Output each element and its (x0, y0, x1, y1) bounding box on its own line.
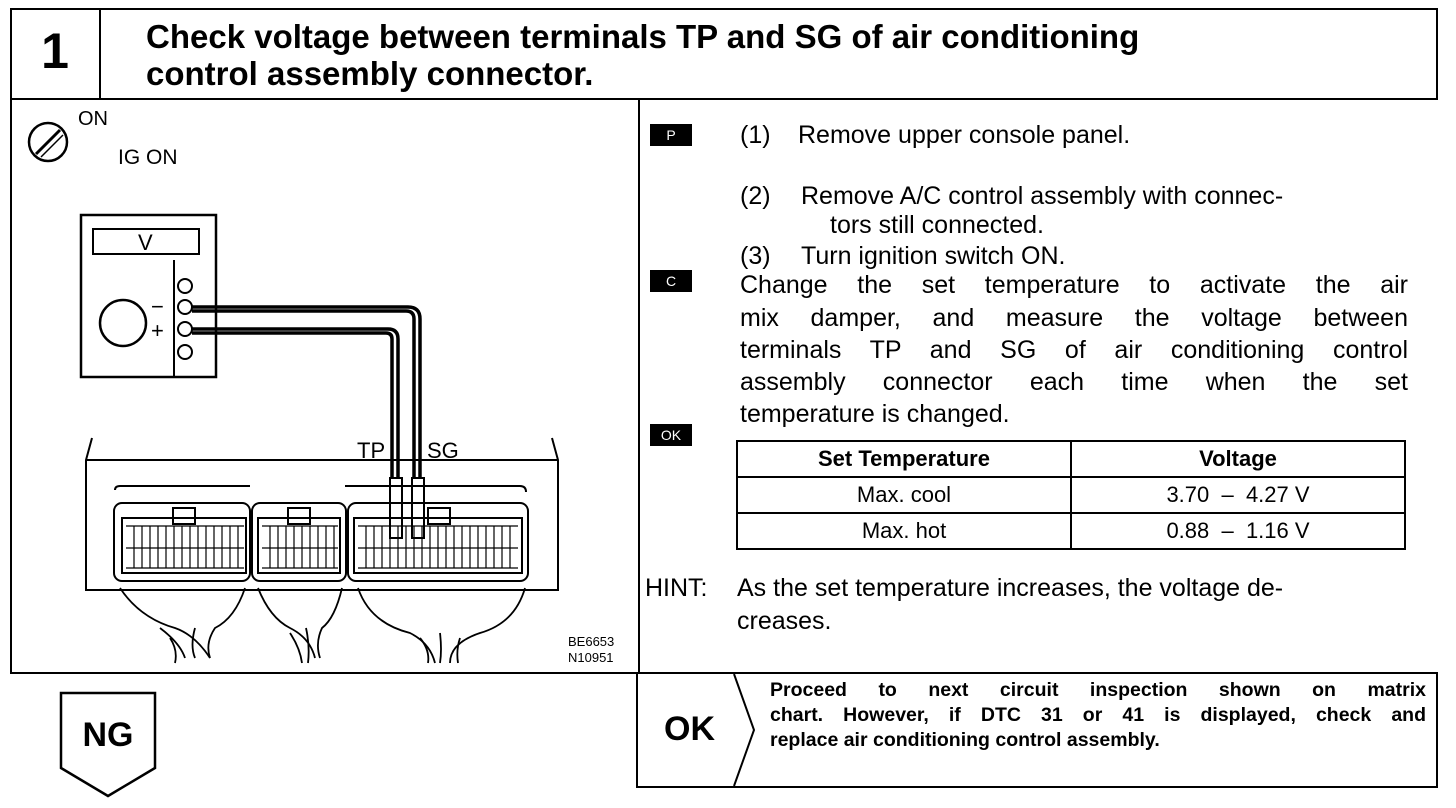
step-title-line2: control assembly connector. (146, 55, 594, 92)
ok-arrow-divider (733, 673, 756, 787)
connector-pins (126, 525, 518, 569)
step2-line1: Remove A/C control assembly with connec- (801, 182, 1284, 210)
step2-line2: tors still connected. (830, 211, 1044, 239)
tag-c: C (650, 270, 692, 292)
step1-text: Remove upper console panel. (798, 121, 1131, 149)
meter-minus-label: − (151, 294, 164, 319)
ok-label: OK (664, 710, 715, 748)
figure-box (10, 98, 640, 674)
figure-code-2: N10951 (568, 650, 614, 665)
table-row: Max. cool 3.70 – 4.27 V (736, 476, 1406, 514)
meter-v-label: V (138, 230, 153, 255)
table-cell: 0.88 – 1.16 V (1070, 512, 1406, 550)
step-number: 1 (41, 23, 69, 79)
ng-badge-shape (59, 691, 157, 798)
table-header-row: Set Temperature Voltage (736, 440, 1406, 478)
tp-terminal-label: TP (357, 438, 386, 463)
table-cell: 3.70 – 4.27 V (1070, 476, 1406, 514)
table-header: Voltage (1070, 440, 1406, 478)
hint-line1: As the set temperature increases, the vo… (737, 574, 1284, 602)
step-number-divider (99, 8, 101, 100)
step1-num: (1) (740, 121, 771, 149)
step3-num: (3) (740, 242, 771, 270)
table-header: Set Temperature (736, 440, 1072, 478)
ok-text-line2: chart. However, if DTC 31 or 41 is displ… (770, 704, 1426, 726)
ig-on-label: IG ON (118, 146, 178, 169)
table-cell: Max. cool (736, 476, 1072, 514)
voltmeter-icon (79, 213, 218, 379)
wire-harness (119, 587, 526, 664)
sg-terminal-label: SG (427, 438, 459, 463)
figure-code-1: BE6653 (568, 634, 615, 649)
ok-text-line3: replace air conditioning control assembl… (770, 729, 1160, 751)
hint-label: HINT: (645, 574, 708, 602)
hint-line2: creases. (737, 607, 832, 635)
tag-p: P (650, 124, 692, 146)
step-title-line1: Check voltage between terminals TP and S… (146, 18, 1140, 55)
step-header (10, 8, 1438, 100)
connector-housing (85, 437, 559, 591)
ignition-switch-icon (27, 121, 69, 163)
check-line-3: terminals TP and SG of air conditioning … (740, 336, 1408, 364)
check-line-4: assembly connector each time when the se… (740, 368, 1408, 396)
table-cell: Max. hot (736, 512, 1072, 550)
figure-illustration (27, 121, 559, 664)
tag-ok: OK (650, 424, 692, 446)
step3-text: Turn ignition switch ON. (801, 242, 1066, 270)
step2-num: (2) (740, 182, 771, 210)
ok-result-box (636, 672, 1438, 788)
meter-plus-label: + (151, 318, 164, 343)
table-row: Max. hot 0.88 – 1.16 V (736, 512, 1406, 550)
switch-on-label: ON (78, 108, 108, 130)
ok-text-line1: Proceed to next circuit inspection shown… (770, 679, 1426, 701)
ng-label: NG (82, 716, 134, 754)
probe-leads (192, 305, 422, 492)
voltage-table: Set Temperature Voltage Max. cool 3.70 –… (736, 440, 1406, 550)
check-line-1: Change the set temperature to activate t… (740, 271, 1408, 299)
check-line-2: mix damper, and measure the voltage betw… (740, 304, 1408, 332)
check-line-5: temperature is changed. (740, 400, 1010, 428)
